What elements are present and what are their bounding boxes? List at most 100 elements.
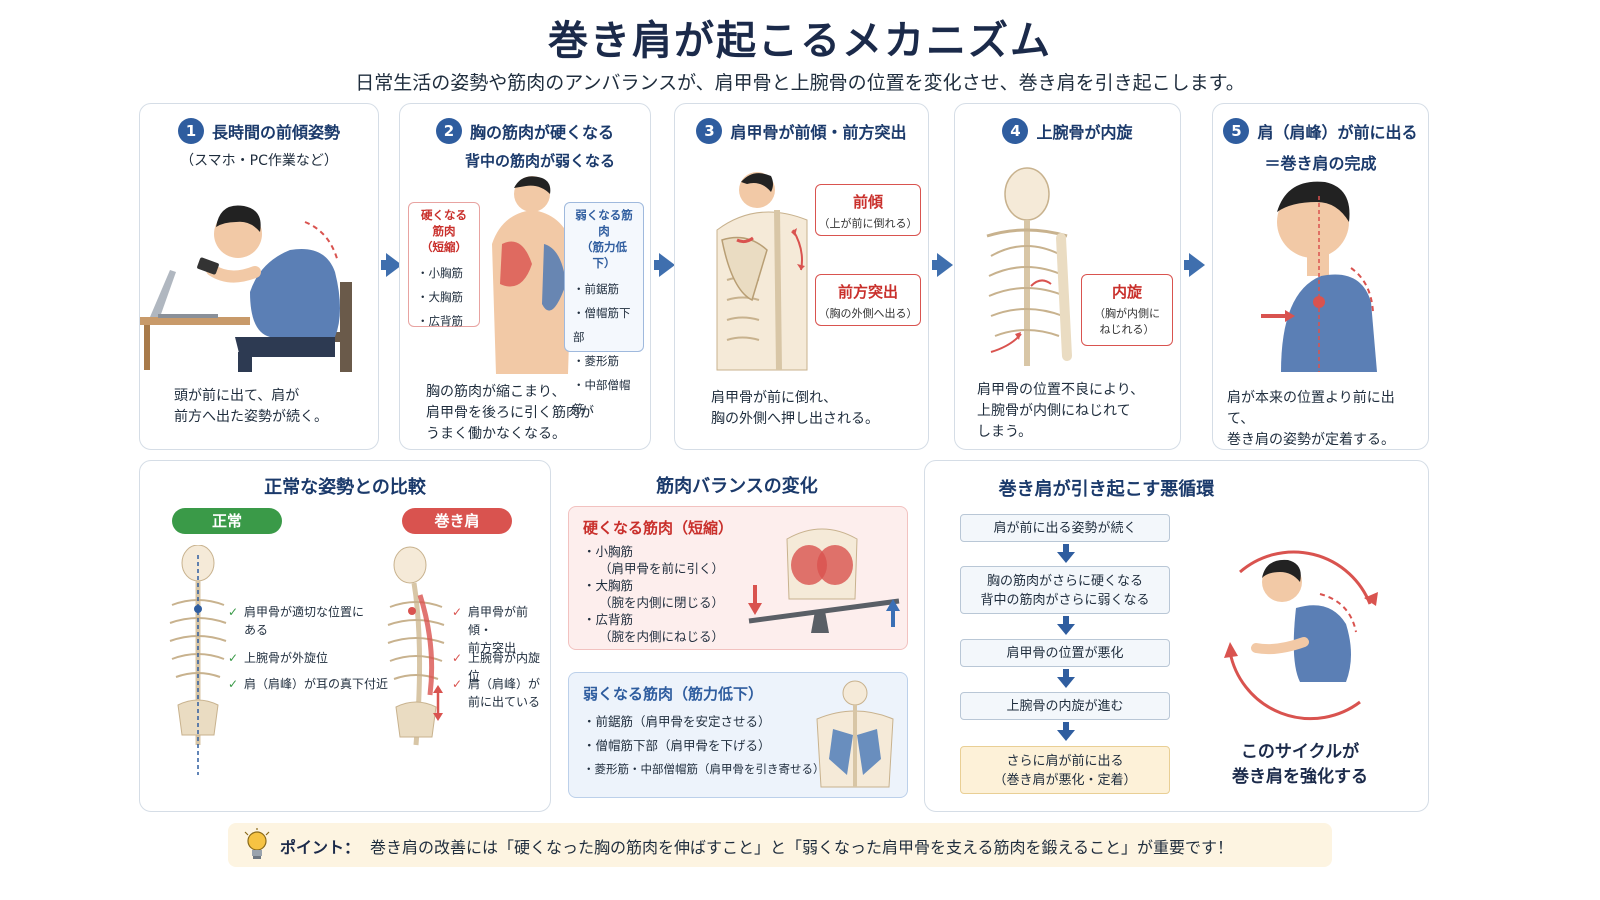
muscle-item: ・僧帽筋下部 <box>573 306 631 344</box>
muscle-line: ・僧帽筋下部（肩甲骨を下げる） <box>583 738 771 753</box>
page-subtitle: 日常生活の姿勢や筋肉のアンバランスが、肩甲骨と上腕骨の位置を変化させ、巻き肩を引… <box>355 72 1245 94</box>
cycle-step-box: 上腕骨の内旋が進む <box>960 692 1170 720</box>
step-description: 肩が本来の位置より前に出て、 巻き肩の姿勢が定着する。 <box>1227 388 1414 451</box>
posture-comparison-panel: 正常な姿勢との比較 正常 巻き肩 ✓肩甲骨が適切な位置にある ✓上腕骨が外旋位 … <box>139 460 551 812</box>
person-using-phone-illustration <box>140 205 352 372</box>
step-arrow-stem <box>1184 260 1192 270</box>
cycle-down-arrow-icon <box>1057 722 1075 741</box>
cycle-final-step-box: さらに肩が前に出る （巻き肩が悪化・定着） <box>960 746 1170 794</box>
key-point-bar: ポイント： 巻き肩の改善には「硬くなった胸の筋肉を伸ばすこと」と「弱くなった肩甲骨… <box>228 823 1332 867</box>
step-header: 3 肩甲骨が前傾・前方突出 <box>675 118 928 144</box>
step-title: 長時間の前傾姿勢 <box>211 123 340 142</box>
list-heading: 硬くなる筋肉 <box>421 208 467 238</box>
desc-line: 肩甲骨が前に倒れ、 <box>711 390 838 406</box>
check-icon: ✓ <box>452 677 463 691</box>
muscle-line: ・広背筋 <box>583 612 634 627</box>
step-description: 肩甲骨の位置不良により、 上腕骨が内側にねじれて しまう。 <box>977 380 1166 443</box>
step-header: 5 肩（肩峰）が前に出る ＝巻き肩の完成 <box>1213 118 1428 174</box>
check-text: ある <box>244 623 269 637</box>
muscle-line: ・前鋸筋（肩甲骨を安定させる） <box>583 714 771 729</box>
desc-line: しまう。 <box>977 424 1033 440</box>
cycle-caption: このサイクルが 巻き肩を強化する <box>1210 740 1390 790</box>
muscle-line: ・菱形筋・中部僧帽筋（肩甲骨を引き寄せる） <box>583 762 825 776</box>
normal-spine-skeleton-illustration <box>169 545 227 775</box>
cycle-circle-person-illustration <box>1224 550 1378 721</box>
cycle-step-box: 肩が前に出る姿勢が続く <box>960 514 1170 542</box>
desc-line: 肩甲骨の位置不良により、 <box>977 382 1145 398</box>
anterior-tilt-label: 前傾 （上が前に倒れる） <box>815 184 921 236</box>
tight-muscles-panel: 硬くなる筋肉（短縮） ・小胸筋 （肩甲骨を前に引く） ・大胸筋 （腕を内側に閉じ… <box>568 506 908 650</box>
subpanel-heading: 弱くなる筋肉（筋力低下） <box>583 685 764 703</box>
muscle-item: ・中部僧帽筋 <box>573 378 631 416</box>
step-title: 上腕骨が内旋 <box>1036 123 1133 142</box>
muscle-line: ・小胸筋 <box>583 544 634 559</box>
desc-line: 上腕骨が内側にねじれて <box>977 403 1131 419</box>
check-text: 前に出ている <box>468 695 541 709</box>
chest-muscle-illustration <box>492 176 572 374</box>
cycle-step-text: 上腕骨の内旋が進む <box>1006 699 1124 714</box>
normal-check-item: ✓肩（肩峰）が耳の真下付近 <box>228 675 388 693</box>
step-description: 胸の筋肉が縮こまり、 肩甲骨を後ろに引く筋肉が うまく働かなくなる。 <box>426 382 636 445</box>
cycle-down-arrow-icon <box>1057 669 1075 688</box>
cycle-step-text: 胸の筋肉がさらに硬くなる <box>986 574 1143 589</box>
panel-title: 正常な姿勢との比較 <box>264 477 426 498</box>
check-text: 肩甲骨が前傾・ <box>468 605 529 637</box>
cycle-step-text: （巻き肩が悪化・定着） <box>993 773 1137 788</box>
rounded-shoulder-profile-illustration <box>1261 181 1377 372</box>
normal-check-item: ✓上腕骨が外旋位 <box>228 649 328 667</box>
step-arrow-icon <box>1189 253 1205 277</box>
step-title: 肩甲骨が前傾・前方突出 <box>730 123 907 142</box>
step-number: 5 <box>1223 118 1250 144</box>
check-text: 肩（肩峰）が <box>468 677 541 691</box>
step-title: 胸の筋肉が硬くなる <box>469 123 614 142</box>
protraction-label: 前方突出 （胸の外側へ出る） <box>815 274 921 326</box>
caption-line: 巻き肩を強化する <box>1232 767 1368 787</box>
rounded-spine-skeleton-illustration <box>387 546 445 746</box>
step-subtitle: ＝巻き肩の完成 <box>1264 154 1377 173</box>
step-card-3: 3 肩甲骨が前傾・前方突出 前傾 （上が前に倒れる） 前方突出 （胸の外側へ出る）… <box>674 103 929 450</box>
step-title: 肩（肩峰）が前に出る <box>1257 123 1418 142</box>
internal-rotation-label: 内旋 （胸が内側にねじれる） <box>1081 274 1173 346</box>
cycle-step-text: さらに肩が前に出る <box>1006 754 1124 769</box>
panel-title: 巻き肩が引き起こす悪循環 <box>998 479 1215 500</box>
step-number: 2 <box>435 118 462 144</box>
step-description: 頭が前に出て、肩が 前方へ出た姿勢が続く。 <box>174 386 364 428</box>
back-muscle-skeleton-illustration <box>816 680 894 788</box>
key-point-body: 巻き肩の改善には「硬くなった胸の筋肉を伸ばすこと」と「弱くなった肩甲骨を支える筋… <box>370 838 1234 857</box>
muscle-item: ・広背筋 <box>417 314 463 328</box>
desc-line: 巻き肩の姿勢が定着する。 <box>1227 432 1395 448</box>
step-arrow-stem <box>381 260 389 270</box>
check-text: 肩（肩峰）が耳の真下付近 <box>244 677 389 691</box>
seesaw-chest-muscle-illustration <box>748 528 900 633</box>
check-text: 肩甲骨が適切な位置に <box>244 605 365 619</box>
rounded-check-item: ✓ 肩（肩峰）が前に出ている <box>452 675 540 711</box>
label-subtitle: （上が前に倒れる） <box>818 217 918 230</box>
caption-line: このサイクルが <box>1240 742 1360 762</box>
step-subtitle: （スマホ・PC作業など） <box>180 153 338 169</box>
key-point-text: ポイント： 巻き肩の改善には「硬くなった胸の筋肉を伸ばすこと」と「弱くなった肩甲骨… <box>280 834 1233 858</box>
muscle-balance-panel: 筋肉バランスの変化 硬くなる筋肉（短縮） ・小胸筋 （肩甲骨を前に引く） ・大胸… <box>558 460 916 812</box>
muscle-line: （肩甲骨を前に引く） <box>599 561 725 576</box>
cycle-down-arrow-icon <box>1057 544 1075 563</box>
muscle-item: ・菱形筋 <box>573 354 619 368</box>
desc-line: 頭が前に出て、肩が <box>174 388 300 404</box>
step-card-5: 5 肩（肩峰）が前に出る ＝巻き肩の完成 肩が本来の位置より前に出て、 巻き肩の姿… <box>1212 103 1429 450</box>
tight-muscles-list: 硬くなる筋肉（短縮） ・小胸筋 ・大胸筋 ・広背筋 <box>408 202 480 328</box>
page-title: 巻き肩が起こるメカニズム <box>548 18 1052 64</box>
desc-line: 肩が本来の位置より前に出て、 <box>1227 390 1395 427</box>
label-subtitle: （胸の外側へ出る） <box>818 307 918 320</box>
list-heading-sub: （短縮） <box>421 240 467 254</box>
step-arrow-icon <box>659 253 675 277</box>
key-point-label: ポイント： <box>280 838 361 857</box>
cycle-step-text: 肩が前に出る姿勢が続く <box>993 521 1137 536</box>
check-icon: ✓ <box>228 605 239 619</box>
list-heading: 弱くなる筋肉 <box>575 208 633 238</box>
step-number: 3 <box>696 118 723 144</box>
step-subtitle: 背中の筋肉が弱くなる <box>464 152 615 170</box>
desc-line: 胸の筋肉が縮こまり、 <box>426 384 566 400</box>
